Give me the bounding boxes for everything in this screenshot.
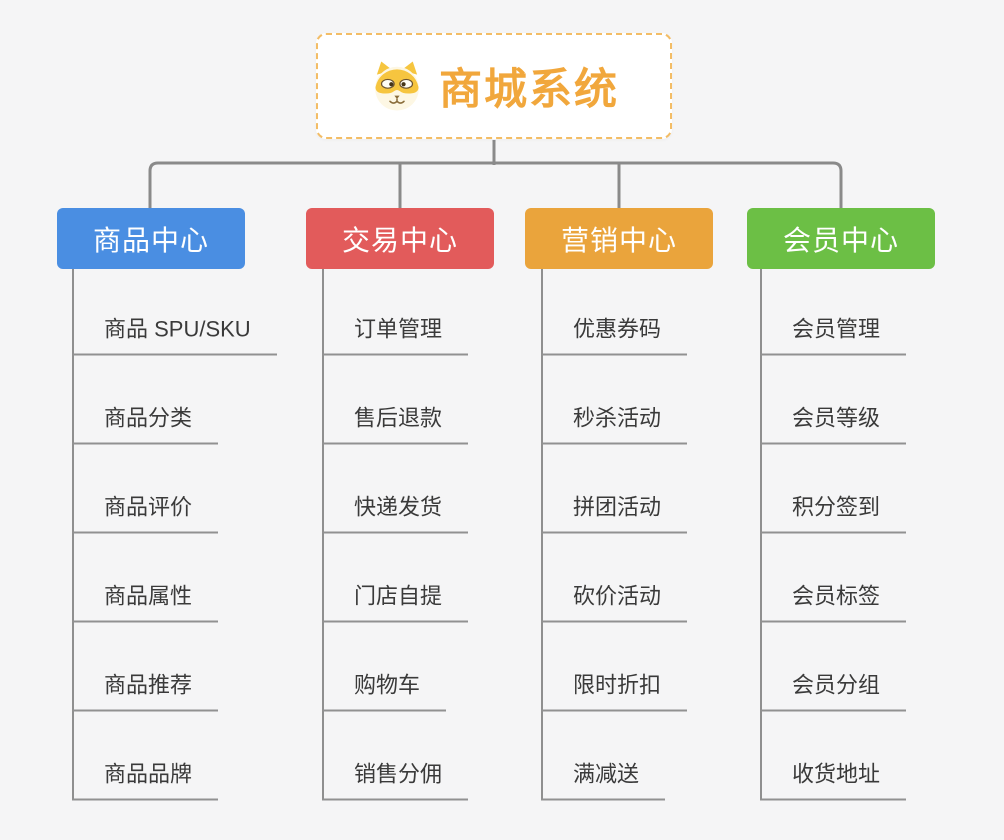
- leaf-node[interactable]: 售后退款: [322, 405, 469, 444]
- leaf-node[interactable]: 限时折扣: [541, 672, 688, 711]
- leaf-node[interactable]: 购物车: [322, 672, 447, 711]
- leaf-node[interactable]: 砍价活动: [541, 583, 688, 622]
- leaf-node[interactable]: 门店自提: [322, 583, 469, 622]
- leaf-node[interactable]: 秒杀活动: [541, 405, 688, 444]
- leaf-node[interactable]: 商品属性: [72, 583, 219, 622]
- root-title: 商城系统: [439, 66, 619, 114]
- leaf-node[interactable]: 收货地址: [760, 761, 907, 800]
- leaf-node[interactable]: 销售分佣: [322, 761, 469, 800]
- leaf-node[interactable]: 优惠券码: [541, 316, 688, 355]
- leaf-node[interactable]: 满减送: [541, 761, 666, 800]
- leaf-node[interactable]: 快递发货: [322, 494, 469, 533]
- dog-face-icon: [375, 61, 419, 111]
- leaf-node[interactable]: 订单管理: [322, 316, 469, 355]
- branch-node-trade-center[interactable]: 交易中心: [306, 208, 494, 269]
- leaf-node[interactable]: 会员分组: [760, 672, 907, 711]
- leaf-node[interactable]: 商品品牌: [72, 761, 219, 800]
- leaf-node[interactable]: 拼团活动: [541, 494, 688, 533]
- leaf-node[interactable]: 积分签到: [760, 494, 907, 533]
- leaf-node[interactable]: 商品评价: [72, 494, 219, 533]
- leaf-node[interactable]: 会员标签: [760, 583, 907, 622]
- branch-node-member-center[interactable]: 会员中心: [747, 208, 935, 269]
- leaf-node[interactable]: 会员管理: [760, 316, 907, 355]
- root-node[interactable]: 商城系统: [316, 33, 672, 139]
- leaf-node[interactable]: 商品 SPU/SKU: [72, 316, 277, 355]
- branch-node-product-center[interactable]: 商品中心: [57, 208, 245, 269]
- leaf-node[interactable]: 会员等级: [760, 405, 907, 444]
- leaf-node[interactable]: 商品分类: [72, 405, 219, 444]
- branch-node-marketing-center[interactable]: 营销中心: [525, 208, 713, 269]
- leaf-node[interactable]: 商品推荐: [72, 672, 219, 711]
